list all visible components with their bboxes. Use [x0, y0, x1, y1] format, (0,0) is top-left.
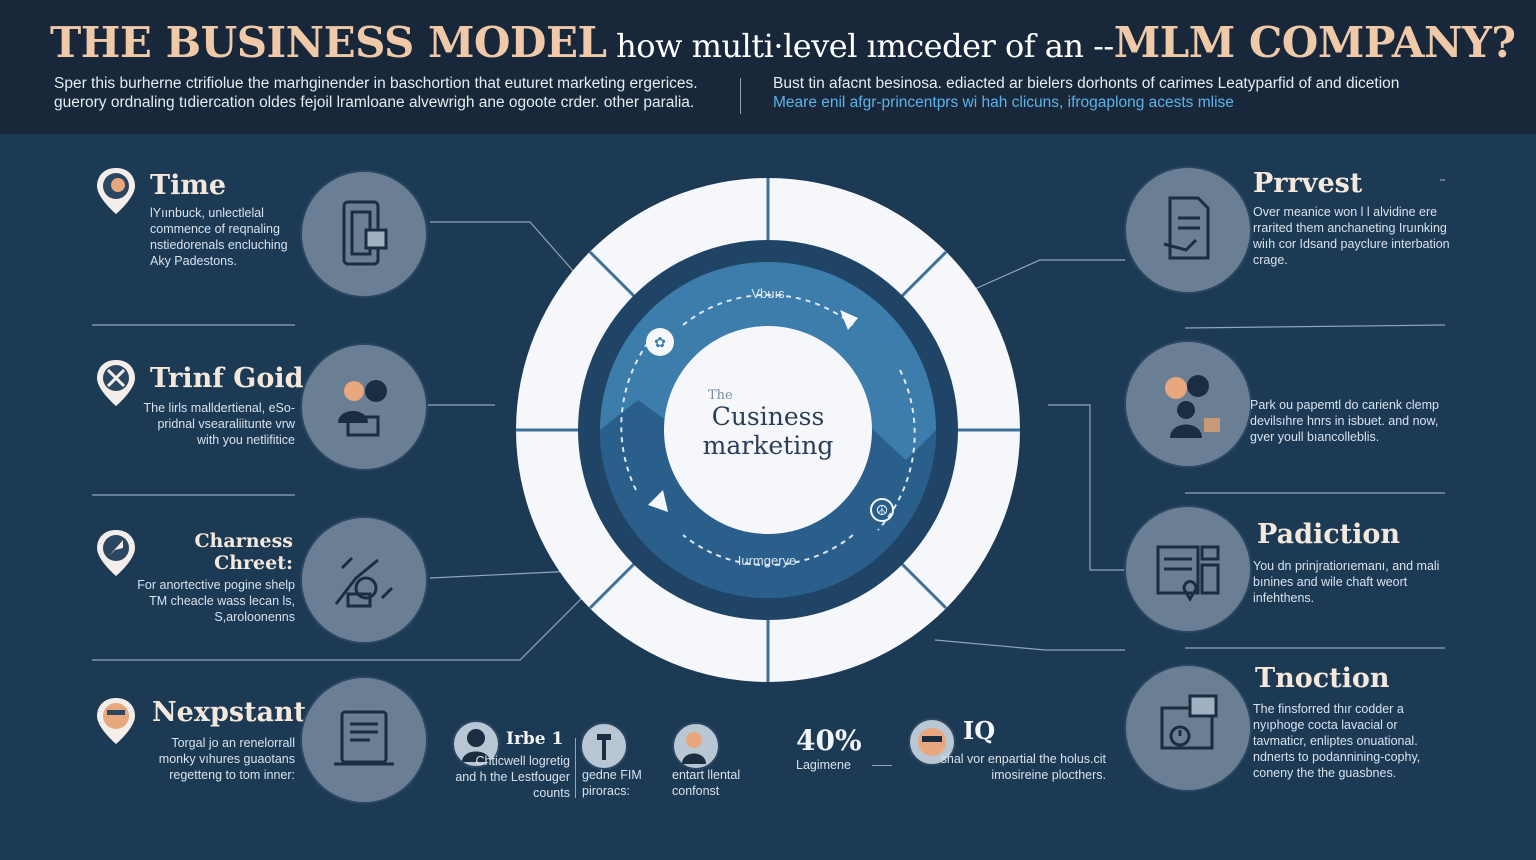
screw-icon	[580, 722, 628, 770]
connector-lines	[92, 179, 1446, 661]
stat-heading: IQ	[963, 716, 996, 745]
ring-label-bottom: Iurmgerye	[737, 553, 797, 568]
svg-text:✿: ✿	[654, 335, 666, 351]
bottom-divider	[575, 738, 576, 798]
title-part-3: MLM COMPANY?	[1113, 18, 1516, 67]
header-divider	[740, 78, 741, 114]
core-label-small: The	[708, 388, 733, 403]
document-hand-icon	[1124, 166, 1252, 294]
right-1-heading: Prrvest	[1253, 168, 1363, 199]
cycle-arrow-bottom	[648, 490, 668, 512]
hand-coin-icon	[300, 516, 428, 644]
intro-right: Bust tin afacnt besinosa. ediacted ar bi…	[773, 74, 1513, 112]
left-4-heading: Nexpstant	[152, 697, 307, 728]
intro-right-line-2: Meare enil afgr-princentprs wi hah clicu…	[773, 94, 1234, 111]
group-people-icon	[1124, 340, 1252, 468]
tablet-document-icon	[300, 170, 428, 298]
left-3-body: For anortective pogine shelp TM cheacle …	[137, 578, 295, 624]
title-part-2: how multi·level ımceder of an --	[606, 27, 1114, 65]
svg-text:☮: ☮	[876, 503, 889, 519]
flag-pin-icon	[97, 530, 135, 576]
left-4-body: Torgal jo an renelorrall monky vıhures g…	[158, 736, 295, 782]
core-circle	[664, 326, 872, 534]
right-2-body: Park ou papemtl do carienk clemp devilsı…	[1250, 398, 1439, 444]
right-1-body: Over meanice won l l alvidine ere rrarit…	[1253, 205, 1450, 267]
core-label-line-2: marketing	[702, 431, 834, 460]
stat-value: 40%	[796, 724, 862, 757]
bottom-1-text: Chticwell logretig and h the Lestfouger …	[455, 754, 570, 800]
title-part-1: THE BUSINESS MODEL	[50, 18, 607, 67]
right-3-heading: Padiction	[1257, 519, 1401, 550]
ring-dividers	[516, 178, 1020, 682]
cycle-arrow-top	[840, 310, 858, 330]
central-ring: ✿ ☮	[516, 178, 1020, 682]
face-stat-icon	[908, 718, 956, 766]
people-basket-icon	[300, 343, 428, 471]
left-1-heading: Time	[150, 170, 227, 201]
stat-dash	[872, 765, 892, 766]
stat-text: shal vor enpartial the holus.cit imosire…	[940, 752, 1106, 782]
dashboard-map-icon	[1124, 505, 1252, 633]
page-title: THE BUSINESS MODEL how multi·level ımced…	[50, 18, 1516, 67]
left-2-heading: Trinf Goid	[150, 363, 304, 394]
intro-right-line-1: Bust tin afacnt besinosa. ediacted ar bi…	[773, 75, 1400, 92]
right-4-heading: Tnoction	[1255, 663, 1390, 694]
person-avatar-icon	[452, 720, 500, 768]
crossed-tools-pin-icon	[97, 360, 135, 406]
header-band: THE BUSINESS MODEL how multi·level ımced…	[0, 0, 1536, 134]
bottom-1-heading: Irbe 1	[506, 729, 564, 749]
intro-left: Sper this burherne ctrifiolue the marhgi…	[54, 75, 698, 111]
right-3-body: You dn prinjratiorıemanı, and mali bınin…	[1253, 559, 1440, 605]
core-label: The Cusiness marketing	[668, 388, 868, 461]
left-3-heading: Charness Chreet:	[194, 530, 293, 574]
left-1-body: lYıınbuck, unlectlelal commence of reqna…	[150, 206, 288, 268]
laptop-document-icon	[300, 676, 428, 804]
right-4-body: The finsforred thır codder a nyıphoge co…	[1253, 702, 1421, 780]
handshake-person-icon	[672, 722, 720, 770]
hand-pin-icon	[97, 168, 135, 214]
presentation-clock-icon	[1124, 664, 1252, 792]
bottom-2-text: gedne FIM piroracs:	[582, 768, 642, 798]
left-2-body: The lirls malldertienal, eSo-pridnal vse…	[143, 401, 295, 447]
stat-label: Lagimene	[796, 758, 851, 772]
ring-label-top: Vbuıs	[751, 286, 785, 301]
core-label-line-1: Cusiness	[711, 402, 825, 431]
bottom-3-text: entart llental confonst	[672, 768, 741, 798]
face-pin-icon	[97, 698, 135, 744]
